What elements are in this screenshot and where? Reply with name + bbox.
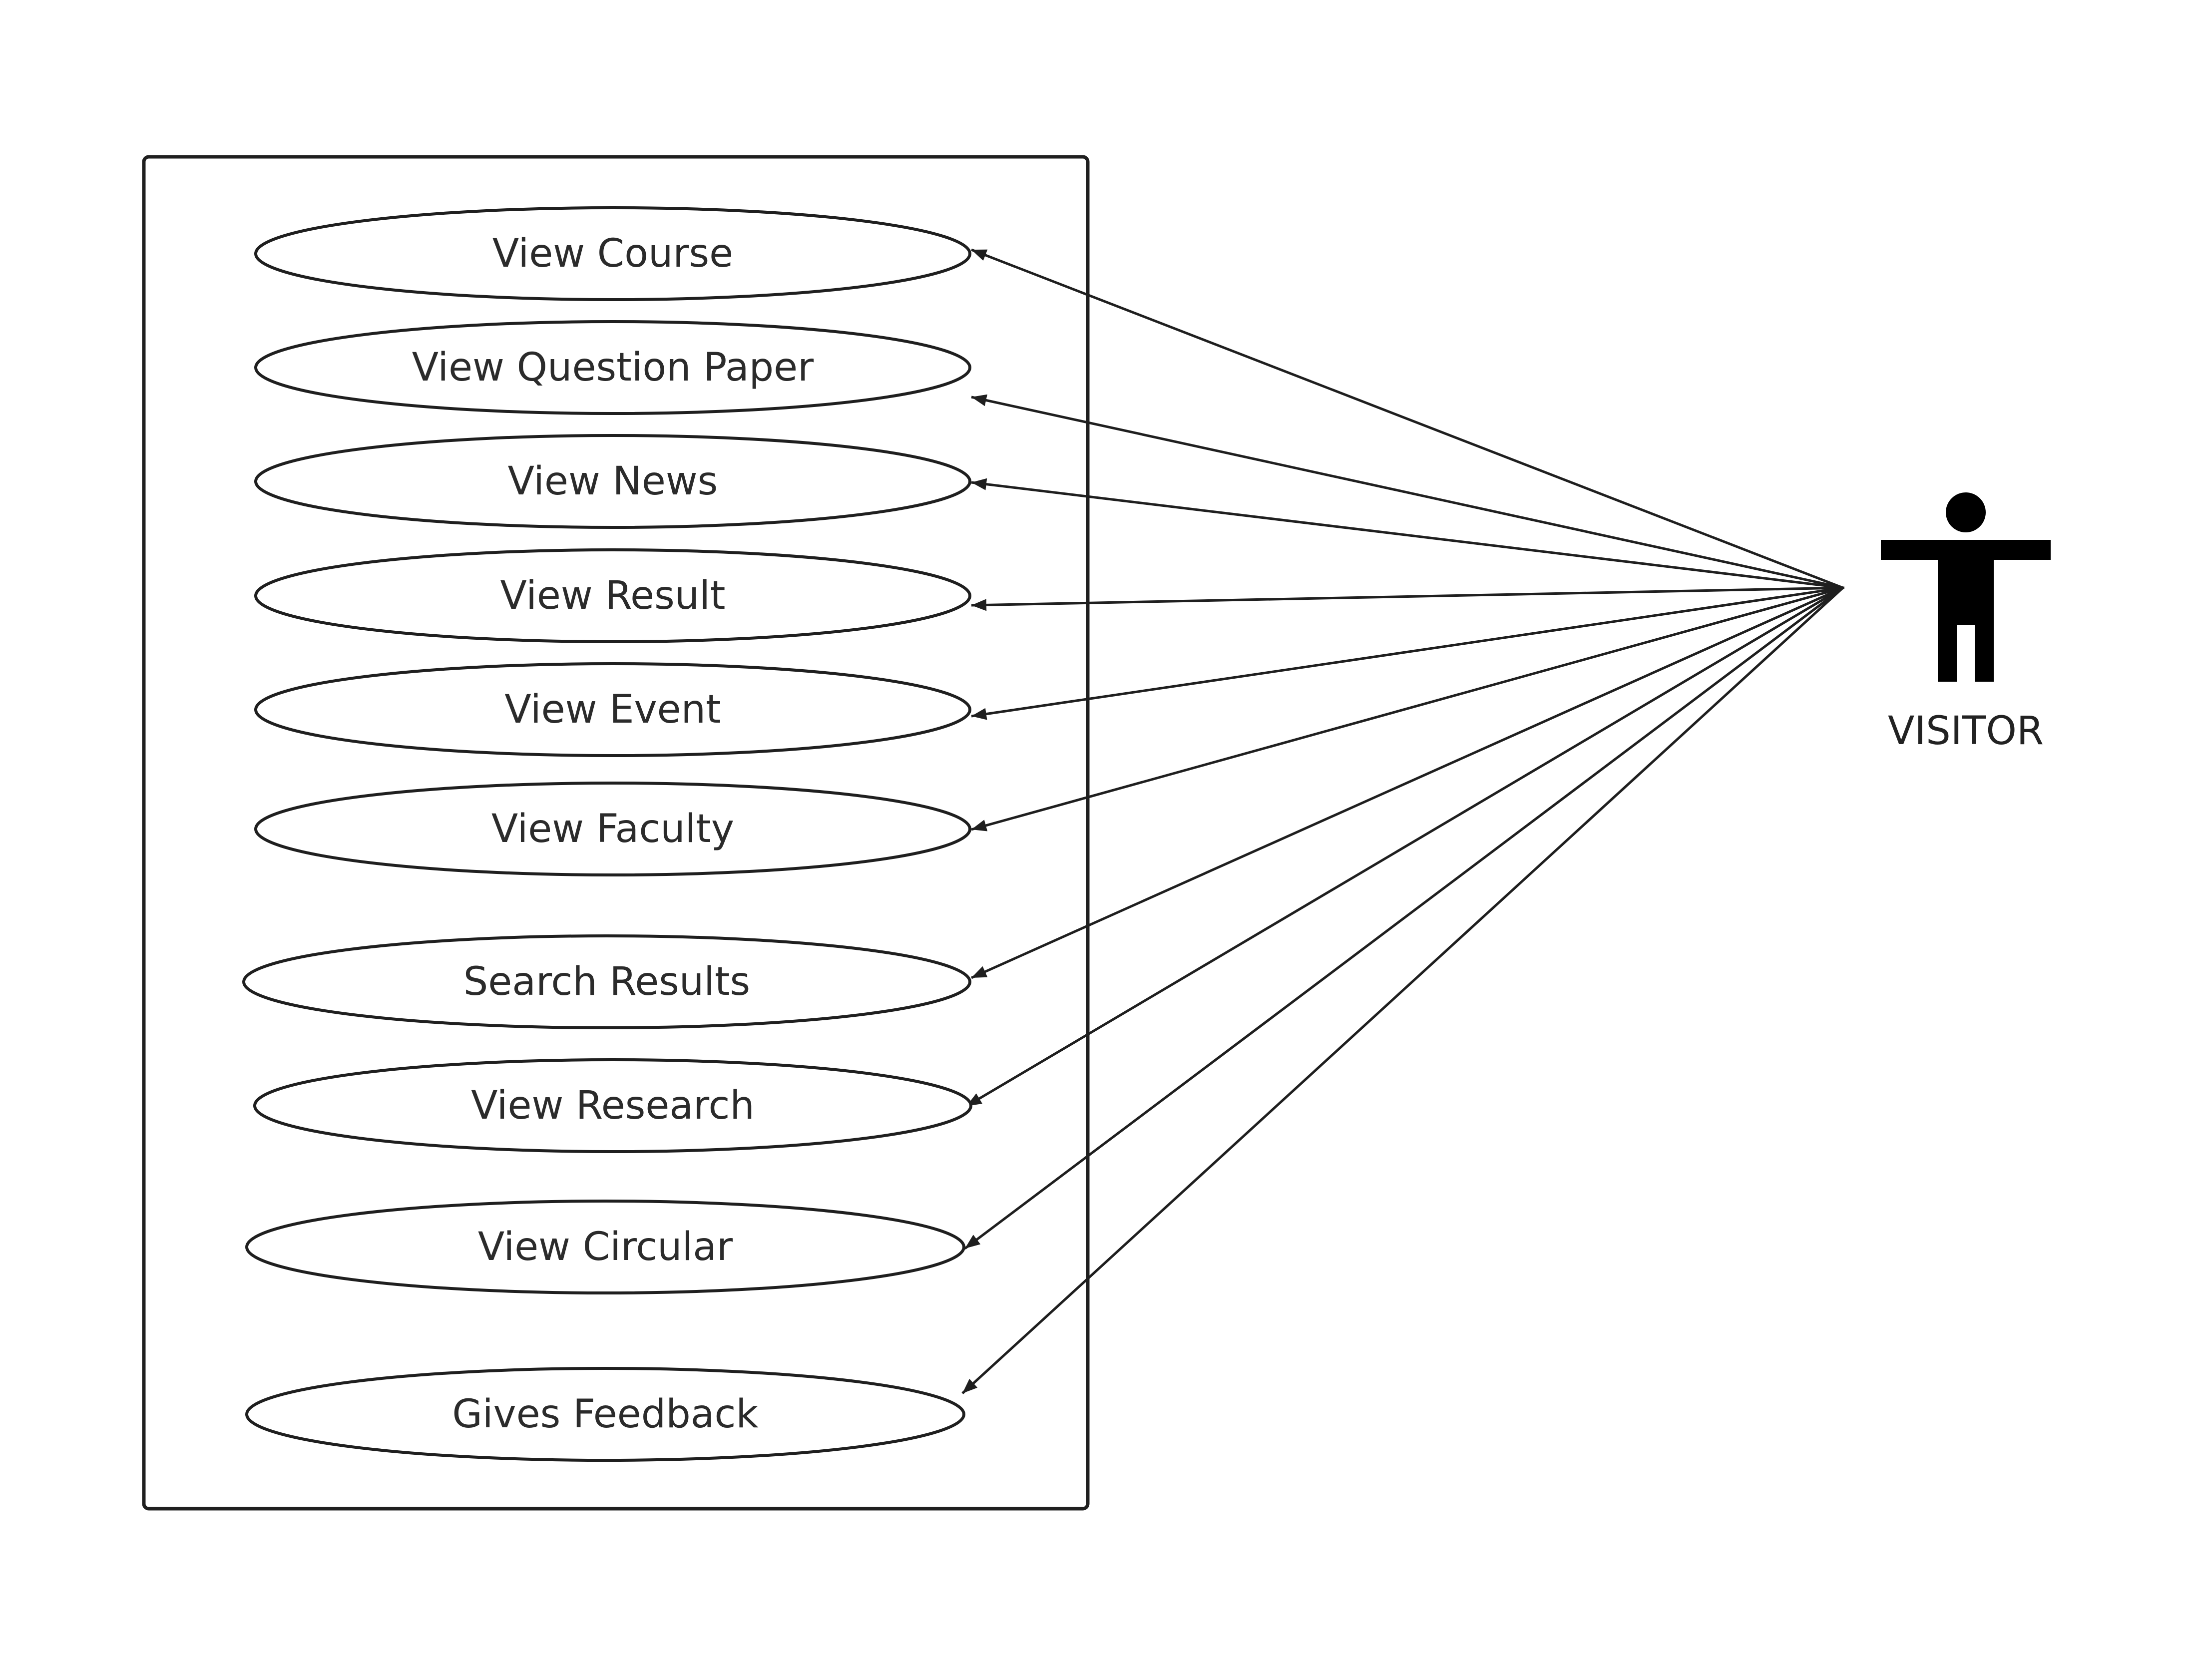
use-case-view-research[interactable]: View Research (253, 1058, 972, 1153)
association-gives-feedback (961, 587, 1844, 1394)
association-line (970, 586, 1844, 979)
arrow-head (971, 599, 987, 611)
use-case-search-results[interactable]: Search Results (242, 934, 971, 1029)
use-case-ellipse[interactable] (253, 1058, 972, 1153)
use-case-view-event[interactable]: View Event (254, 662, 971, 757)
arrow-head (971, 394, 987, 407)
use-case-view-question-paper[interactable]: View Question Paper (254, 320, 971, 415)
association-line (971, 586, 1843, 831)
associations-layer (961, 248, 1844, 1394)
use-case-view-circular[interactable]: View Circular (245, 1200, 965, 1294)
use-case-ellipse[interactable] (245, 1200, 965, 1294)
arrow-head (971, 708, 987, 720)
use-case-label: View Question Paper (412, 345, 814, 390)
use-case-label: Search Results (463, 959, 750, 1004)
person-icon (1881, 492, 2051, 682)
use-case-ellipse[interactable] (254, 206, 971, 301)
actor-label: VISITOR (1888, 709, 2044, 754)
association-line (971, 248, 1843, 589)
use-case-label: View Course (492, 231, 733, 276)
use-case-ellipse[interactable] (254, 320, 971, 415)
use-case-ellipse[interactable] (254, 662, 971, 757)
use-case-view-result[interactable]: View Result (254, 548, 971, 643)
association-view-news (971, 478, 1843, 589)
arrow-head (971, 820, 988, 832)
actor-visitor: VISITOR (1881, 492, 2051, 754)
use-case-view-news[interactable]: View News (254, 434, 971, 529)
association-line (971, 481, 1843, 589)
association-line (971, 586, 1843, 718)
association-line (964, 587, 1844, 1250)
use-case-label: Gives Feedback (452, 1392, 758, 1437)
use-case-label: View Result (500, 573, 726, 618)
association-view-course (971, 248, 1843, 589)
use-case-view-course[interactable]: View Course (254, 206, 971, 301)
use-case-ellipse[interactable] (242, 934, 971, 1029)
association-line (965, 586, 1844, 1108)
arrow-head (971, 966, 988, 978)
use-case-label: View Faculty (491, 807, 734, 851)
arrow-head (965, 1235, 981, 1249)
association-view-result (971, 586, 1843, 611)
use-case-ellipse[interactable] (254, 548, 971, 643)
use-case-label: View Research (471, 1083, 755, 1128)
association-line (971, 396, 1843, 589)
arrow-head (971, 478, 987, 490)
use-case-label: View Circular (478, 1225, 733, 1269)
association-view-circular (964, 587, 1844, 1250)
use-case-gives-feedback[interactable]: Gives Feedback (245, 1367, 965, 1462)
use-case-ellipse[interactable] (245, 1367, 965, 1462)
association-view-event (971, 586, 1843, 720)
association-view-faculty (971, 586, 1843, 832)
association-line (971, 586, 1843, 607)
use-case-label: View Event (504, 687, 721, 732)
use-case-ellipse[interactable] (254, 782, 971, 876)
use-case-ellipse[interactable] (254, 434, 971, 529)
arrow-head (971, 249, 988, 261)
arrow-head (962, 1378, 978, 1393)
association-view-research (965, 586, 1844, 1108)
use-case-label: View News (508, 459, 718, 504)
association-search-results (970, 586, 1844, 979)
system-boundary (142, 155, 1090, 1511)
association-line (961, 587, 1844, 1394)
association-view-question-paper (971, 394, 1843, 589)
use-case-view-faculty[interactable]: View Faculty (254, 782, 971, 876)
